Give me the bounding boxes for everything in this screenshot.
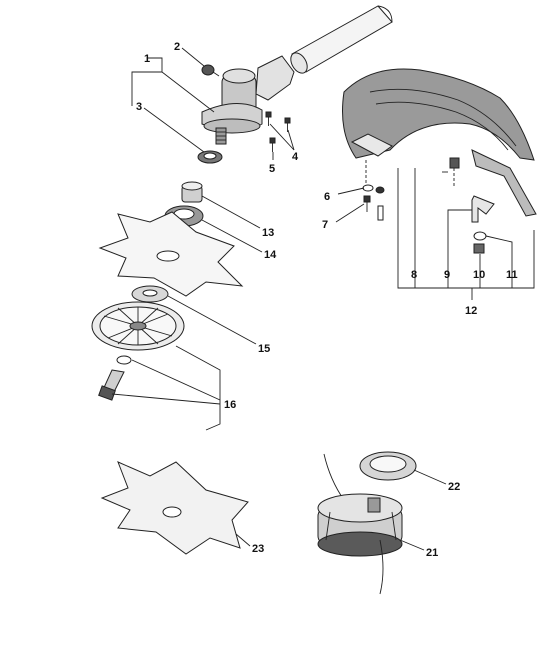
label-part-14: 14: [264, 249, 277, 261]
part-3-seal: [197, 150, 223, 164]
leader-lines: [111, 47, 535, 551]
label-part-2: 2: [174, 41, 180, 53]
label-part-22: 22: [448, 481, 460, 493]
part-23-blade: [100, 461, 249, 555]
label-part-3: 3: [136, 101, 142, 113]
label-part-23: 23: [252, 543, 264, 555]
part-2-screw: [201, 64, 220, 77]
label-part-11: 11: [506, 269, 518, 281]
part-15-washer: [131, 285, 169, 303]
guard: [342, 68, 537, 217]
four-tooth-blade-upper: [98, 211, 244, 297]
label-part-6: 6: [324, 191, 330, 203]
label-part-10: 10: [473, 269, 485, 281]
part-21-trimmer-head: [317, 453, 403, 595]
label-part-21: 21: [426, 547, 438, 559]
part-6-7-hardware: [362, 160, 385, 221]
label-part-15: 15: [258, 343, 270, 355]
label-part-8: 8: [411, 269, 417, 281]
part-13-bushing: [181, 181, 203, 203]
part-4-5-screws: [265, 111, 291, 152]
label-part-9: 9: [444, 269, 450, 281]
gear-head: [201, 55, 295, 145]
support-plate: [91, 301, 185, 351]
label-part-16: 16: [224, 399, 236, 411]
part-labels: 1 2 3 4 5 6 7 8 9 10 11 12 13 14 15 16 2…: [136, 41, 518, 559]
part-9-10-11-hardware: [449, 157, 495, 254]
shaft-tube: [290, 5, 393, 74]
part-16-nut-bolt: [98, 355, 132, 401]
label-part-1: 1: [144, 53, 150, 65]
label-part-4: 4: [292, 151, 299, 163]
label-part-12: 12: [465, 305, 477, 317]
label-part-13: 13: [262, 227, 274, 239]
part-22-cover: [359, 451, 417, 481]
label-part-7: 7: [322, 219, 328, 231]
label-part-5: 5: [269, 163, 275, 175]
